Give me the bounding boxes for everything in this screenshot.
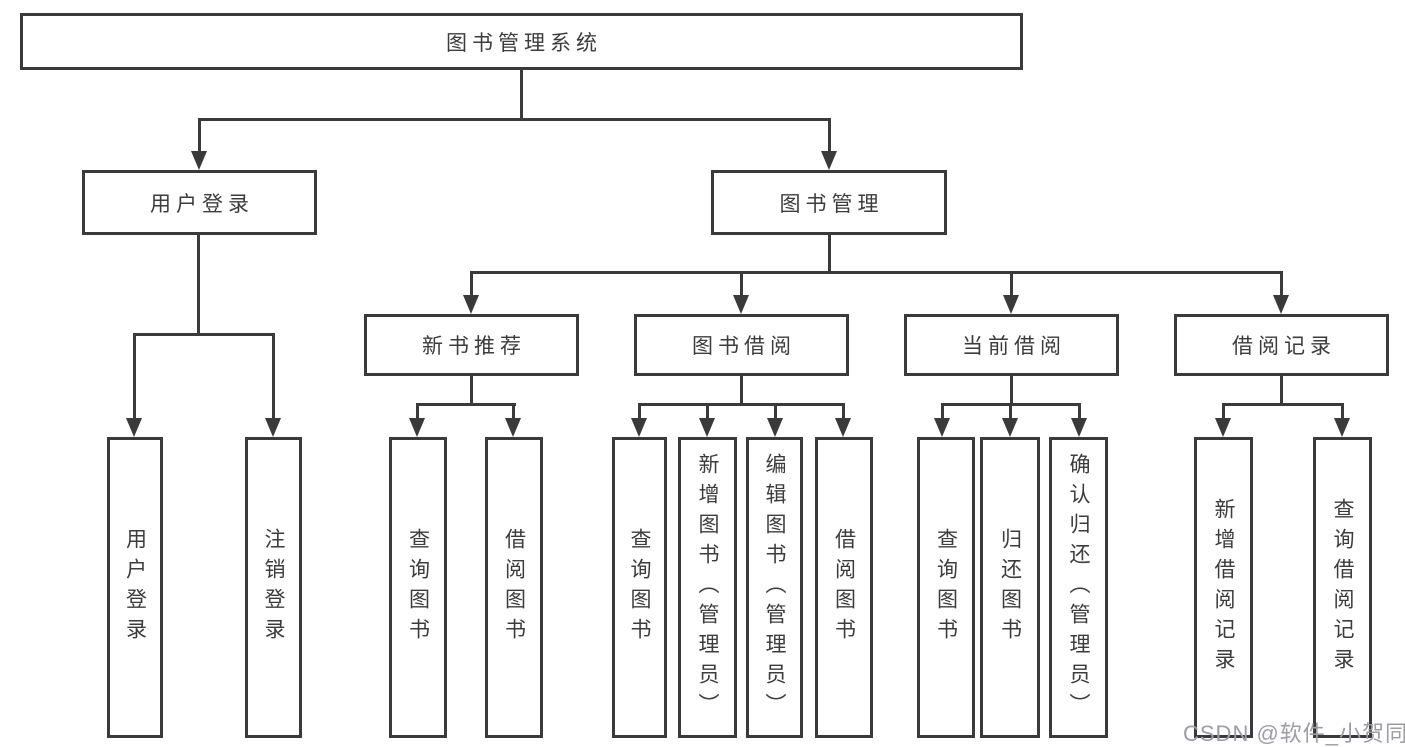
edge-to-recommend xyxy=(470,271,473,297)
arrow-to-book-manage xyxy=(821,151,837,170)
arrow-to-bor-leaf3 xyxy=(767,418,783,437)
arrow-to-bor-leaf2 xyxy=(699,418,715,437)
arrow-to-recd-leaf1 xyxy=(1215,418,1231,437)
edge-to-bor-leaf3 xyxy=(774,403,777,420)
leaf-user-login: 用户登录 xyxy=(107,437,163,738)
arrow-to-rec-leaf2 xyxy=(505,418,521,437)
arrow-to-recd-leaf2 xyxy=(1334,418,1350,437)
edge-to-login-leaf2 xyxy=(272,333,275,420)
edge-to-recd-leaf2 xyxy=(1341,403,1344,420)
edge-current-stem xyxy=(1010,375,1013,405)
node-current-borrow: 当前借阅 xyxy=(904,314,1119,376)
edge-manage-rail xyxy=(470,271,1283,274)
leaf-recommend-query-book: 查询图书 xyxy=(389,437,447,738)
node-book-borrow: 图书借阅 xyxy=(634,314,849,376)
edge-login-rail xyxy=(133,333,275,336)
edge-to-cur-leaf2 xyxy=(1009,403,1012,420)
edge-to-bor-leaf4 xyxy=(842,403,845,420)
arrow-to-login-leaf2 xyxy=(265,418,281,437)
edge-root-stem xyxy=(520,69,523,120)
leaf-borrow-borrow-book: 借阅图书 xyxy=(815,437,873,738)
leaf-logout: 注销登录 xyxy=(245,437,302,738)
leaf-borrow-add-book-admin: 新增图书（管理员） xyxy=(678,437,737,738)
leaf-borrow-edit-book-admin: 编辑图书（管理员） xyxy=(746,437,803,738)
edge-to-cur-leaf1 xyxy=(941,403,944,420)
arrow-to-records xyxy=(1273,295,1289,314)
edge-manage-stem xyxy=(828,235,831,273)
leaf-current-return-book: 归还图书 xyxy=(980,437,1040,738)
leaf-records-add-record: 新增借阅记录 xyxy=(1194,437,1253,738)
node-user-login: 用户登录 xyxy=(82,170,317,235)
arrow-to-cur-leaf2 xyxy=(1002,418,1018,437)
node-new-book-recommend: 新书推荐 xyxy=(364,314,579,376)
arrow-to-cur-leaf1 xyxy=(934,418,950,437)
edge-to-borrow xyxy=(740,271,743,297)
edge-to-records xyxy=(1280,271,1283,297)
leaf-current-confirm-return-admin: 确认归还（管理员） xyxy=(1049,437,1108,738)
edge-records-stem xyxy=(1280,375,1283,405)
node-book-manage: 图书管理 xyxy=(711,170,947,235)
edge-to-login-leaf1 xyxy=(133,333,136,420)
edge-to-bor-leaf2 xyxy=(706,403,709,420)
edge-records-rail xyxy=(1222,403,1344,406)
arrow-to-user-login xyxy=(191,151,207,170)
arrow-to-bor-leaf1 xyxy=(631,418,647,437)
leaf-recommend-borrow-book: 借阅图书 xyxy=(485,437,543,738)
edge-to-book-manage xyxy=(828,118,831,154)
leaf-records-query-record: 查询借阅记录 xyxy=(1313,437,1372,738)
leaf-current-query-book: 查询图书 xyxy=(917,437,975,738)
edge-borrow-rail xyxy=(638,403,845,406)
edge-login-stem xyxy=(197,235,200,335)
csdn-watermark: CSDN @软件_小贺同学 xyxy=(1183,721,1405,746)
arrow-to-cur-leaf3 xyxy=(1071,418,1087,437)
edge-to-user-login xyxy=(198,118,201,154)
arrow-to-rec-leaf1 xyxy=(409,418,425,437)
edge-to-current xyxy=(1010,271,1013,297)
edge-recommend-rail xyxy=(416,403,516,406)
arrow-to-current xyxy=(1003,295,1019,314)
edge-borrow-stem xyxy=(740,375,743,405)
arrow-to-borrow xyxy=(733,295,749,314)
arrow-to-login-leaf1 xyxy=(126,418,142,437)
edge-to-rec-leaf1 xyxy=(416,403,419,420)
arrow-to-recommend xyxy=(463,295,479,314)
arrow-to-bor-leaf4 xyxy=(835,418,851,437)
edge-to-recd-leaf1 xyxy=(1222,403,1225,420)
node-borrow-records: 借阅记录 xyxy=(1174,314,1389,376)
edge-recommend-stem xyxy=(470,375,473,405)
edge-to-rec-leaf2 xyxy=(512,403,515,420)
edge-to-cur-leaf3 xyxy=(1078,403,1081,420)
edge-root-rail xyxy=(198,118,831,121)
node-root: 图书管理系统 xyxy=(20,13,1023,70)
leaf-borrow-query-book: 查询图书 xyxy=(612,437,667,738)
edge-to-bor-leaf1 xyxy=(638,403,641,420)
